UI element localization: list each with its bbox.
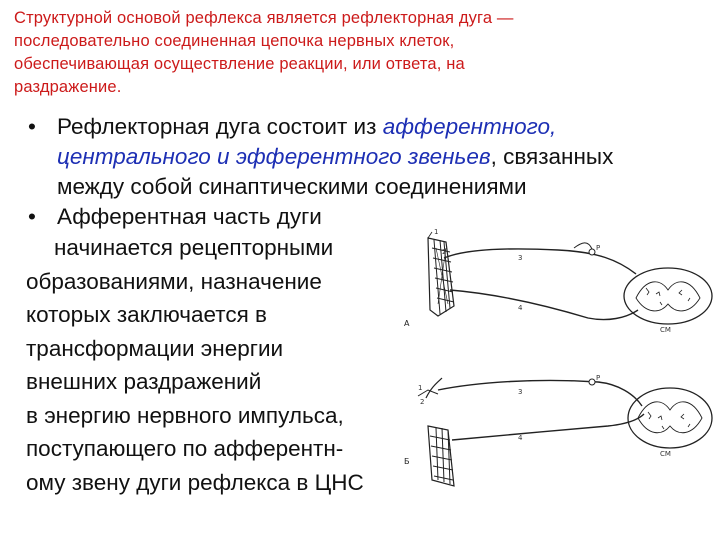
reflex-arc-illustration: 1 2 3 4 Р СМ А 1 2 3 4 Р СМ Б — [404, 228, 713, 487]
diagram-labels: 1 2 3 4 Р СМ А 1 2 3 4 Р СМ Б — [404, 228, 671, 466]
bullet-item-reflex-arc: • Рефлекторная дуга состоит из афферентн… — [28, 112, 708, 202]
intro-paragraph: Структурной основой рефлекса является ре… — [14, 7, 704, 99]
label-b-1: 1 — [418, 384, 422, 392]
reflex-arc-diagram: 1 2 3 4 Р СМ А 1 2 3 4 Р СМ Б — [398, 218, 720, 500]
bullet-line: между собой синаптическими соединениями — [57, 174, 527, 199]
intro-line: обеспечивающая осуществление реакции, ил… — [14, 55, 465, 73]
text-line: образованиями, назначение — [26, 268, 322, 294]
label-b-cm: СМ — [660, 450, 671, 458]
text-line: внешних раздражений — [26, 369, 262, 394]
afferent-description: начинается рецепторными образованиями, н… — [26, 231, 416, 499]
diagram-b — [417, 377, 713, 487]
label-b-side: Б — [404, 457, 410, 466]
bullet-line: Афферентная часть дуги — [57, 204, 322, 229]
label-a-p: Р — [596, 244, 600, 252]
label-b-2: 2 — [420, 398, 424, 406]
emphasis-text: центрального и эфферентного звеньев — [57, 144, 491, 169]
bullet-mark: • — [28, 204, 36, 229]
label-b-3: 3 — [518, 388, 522, 396]
text-line: трансформации энергии — [26, 335, 284, 361]
label-a-2: 2 — [442, 248, 446, 256]
bullet-mark: • — [28, 114, 36, 139]
intro-line: Структурной основой рефлекса является ре… — [14, 9, 514, 27]
bullet-text: Рефлекторная дуга состоит из — [57, 114, 383, 139]
label-b-p: Р — [596, 374, 600, 382]
label-a-1: 1 — [434, 228, 438, 236]
label-a-3: 3 — [518, 254, 522, 262]
bullet-text: , связанных — [490, 144, 614, 169]
intro-line: последовательно соединенная цепочка нерв… — [14, 32, 455, 50]
emphasis-text: афферентного, — [382, 114, 557, 139]
bullet-line: центрального и эфферентного звеньев, свя… — [28, 142, 708, 172]
label-a-4: 4 — [518, 304, 523, 312]
text-line: которых заключается в — [26, 302, 267, 327]
diagram-a — [427, 231, 713, 325]
label-b-4: 4 — [518, 434, 523, 442]
bullet-list: • Рефлекторная дуга состоит из афферентн… — [28, 112, 708, 232]
bullet-item-afferent: • Афферентная часть дуги — [28, 202, 708, 232]
text-line: поступающего по афферентн- — [26, 436, 344, 461]
bullet-line: Рефлекторная дуга состоит из афферентног… — [28, 112, 708, 142]
text-line: ому звену дуги рефлекса в ЦНС — [26, 469, 364, 495]
text-line: начинается рецепторными — [54, 235, 334, 260]
text-line: в энергию нервного импульса, — [26, 402, 344, 428]
label-a-side: А — [404, 319, 410, 328]
intro-line: раздражение. — [14, 78, 122, 96]
label-a-cm: СМ — [660, 326, 671, 334]
